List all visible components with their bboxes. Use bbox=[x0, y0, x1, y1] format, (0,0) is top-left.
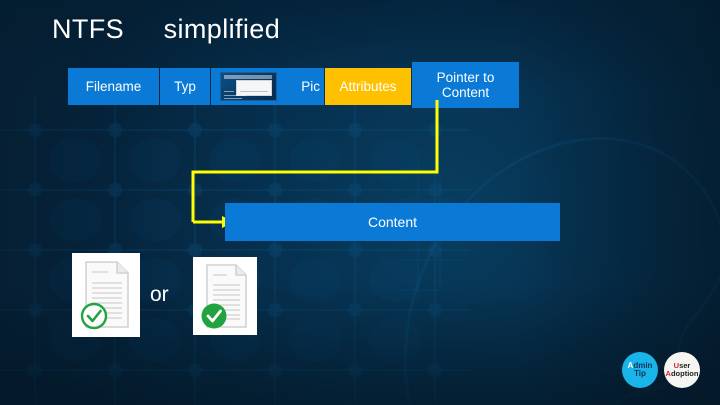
record-cell-typ: Typ bbox=[160, 68, 210, 105]
document-check-outline-icon bbox=[80, 261, 129, 330]
record-cell-pic: Pic bbox=[211, 68, 324, 105]
record-cell-attributes-label: Attributes bbox=[339, 79, 397, 94]
content-box-label: Content bbox=[367, 214, 418, 230]
content-box: Content bbox=[225, 203, 560, 241]
or-label: or bbox=[150, 283, 169, 306]
thumbnail-line bbox=[224, 98, 242, 99]
document-card-filled bbox=[193, 257, 257, 335]
ntfs-record-bar: Filename Typ Pic Attributes Pointer to C… bbox=[68, 62, 519, 108]
document-card-outline bbox=[72, 253, 140, 337]
record-cell-pointer-to-content: Pointer to Content bbox=[412, 62, 519, 108]
page-title: NTFS simplified bbox=[52, 14, 281, 44]
record-cell-pic-label: Pic bbox=[301, 79, 320, 94]
record-cell-filename-label: Filename bbox=[85, 79, 142, 94]
admin-tip-logo-line2: Tip bbox=[634, 369, 646, 378]
document-check-filled-icon bbox=[201, 264, 247, 329]
thumbnail-line bbox=[224, 95, 246, 96]
admin-tip-logo-line1: Admin bbox=[627, 360, 653, 370]
thumbnail-window bbox=[236, 80, 272, 96]
record-cell-attributes: Attributes bbox=[325, 68, 411, 105]
record-cell-typ-label: Typ bbox=[174, 79, 196, 94]
user-adoption-logo-line2: Adoption bbox=[665, 369, 699, 378]
thumbnail-titlebar bbox=[224, 75, 272, 79]
record-cell-pointer-label-line1: Pointer to bbox=[436, 69, 495, 85]
record-cell-pointer-label-line2: Content bbox=[441, 85, 490, 100]
screenshot-thumbnail-icon bbox=[220, 72, 277, 101]
thumbnail-line bbox=[224, 91, 234, 92]
user-adoption-logo-line1: User bbox=[673, 361, 691, 371]
record-cell-filename: Filename bbox=[68, 68, 159, 105]
user-adoption-logo[interactable]: User Adoption bbox=[664, 352, 700, 388]
admin-tip-logo[interactable]: Admin Tip bbox=[622, 352, 658, 388]
